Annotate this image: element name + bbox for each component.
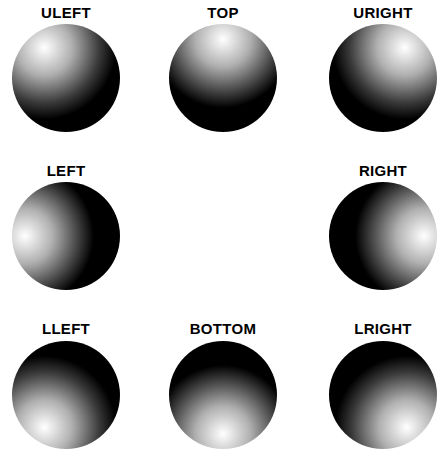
sphere: [329, 24, 437, 132]
sphere-label: RIGHT: [359, 162, 407, 180]
sphere: [329, 182, 437, 290]
sphere-label: BOTTOM: [190, 320, 257, 338]
sphere: [329, 341, 437, 449]
sphere: [169, 24, 277, 132]
sphere: [169, 341, 277, 449]
sphere-label: LRIGHT: [354, 320, 412, 338]
sphere-label: ULEFT: [41, 4, 91, 22]
sphere-label: URIGHT: [353, 4, 412, 22]
sphere: [12, 341, 120, 449]
sphere: [12, 182, 120, 290]
sphere-label: LEFT: [47, 162, 86, 180]
sphere-label: LLEFT: [42, 320, 90, 338]
sphere-label: TOP: [207, 4, 238, 22]
sphere: [12, 24, 120, 132]
